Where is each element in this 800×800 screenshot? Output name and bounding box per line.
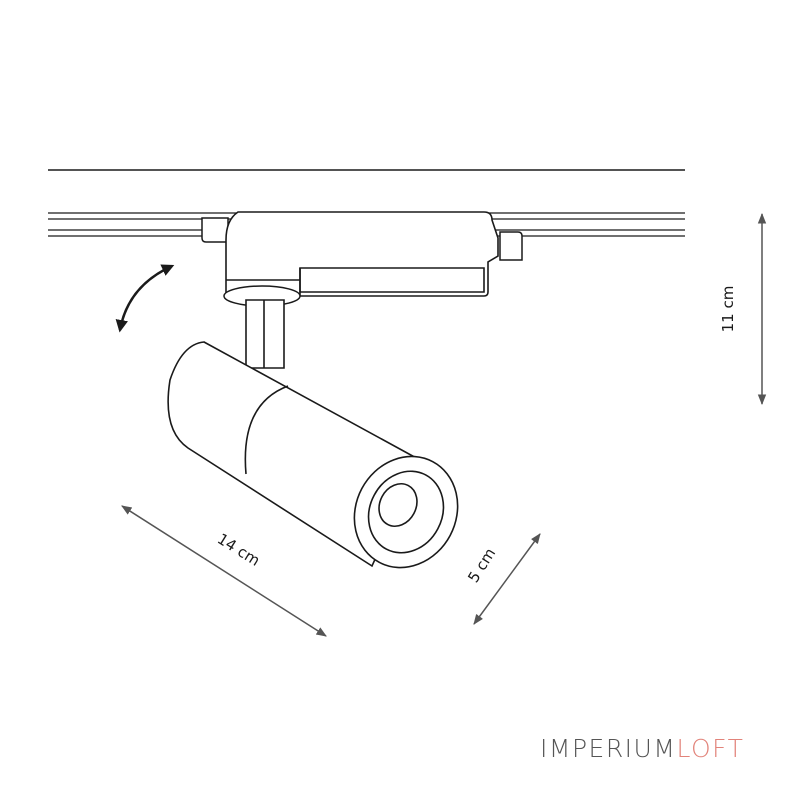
height-label: 11 cm bbox=[719, 286, 737, 333]
brand-watermark: IMPERIUMLOFT bbox=[540, 734, 744, 763]
diameter-dimension-line bbox=[473, 533, 541, 625]
rotation-arrow-icon bbox=[115, 264, 175, 333]
brand-part-imperium: IMPERIUM bbox=[540, 734, 677, 763]
brand-part-loft: LOFT bbox=[676, 734, 745, 763]
stem bbox=[245, 299, 285, 369]
track-adapter bbox=[225, 211, 499, 303]
diameter-label: 5 cm bbox=[464, 545, 499, 586]
length-dimension-line bbox=[121, 505, 327, 637]
lens-core bbox=[378, 483, 418, 527]
length-label: 14 cm bbox=[214, 530, 263, 570]
spotlight-body bbox=[167, 341, 459, 569]
adapter-clips bbox=[201, 217, 523, 261]
